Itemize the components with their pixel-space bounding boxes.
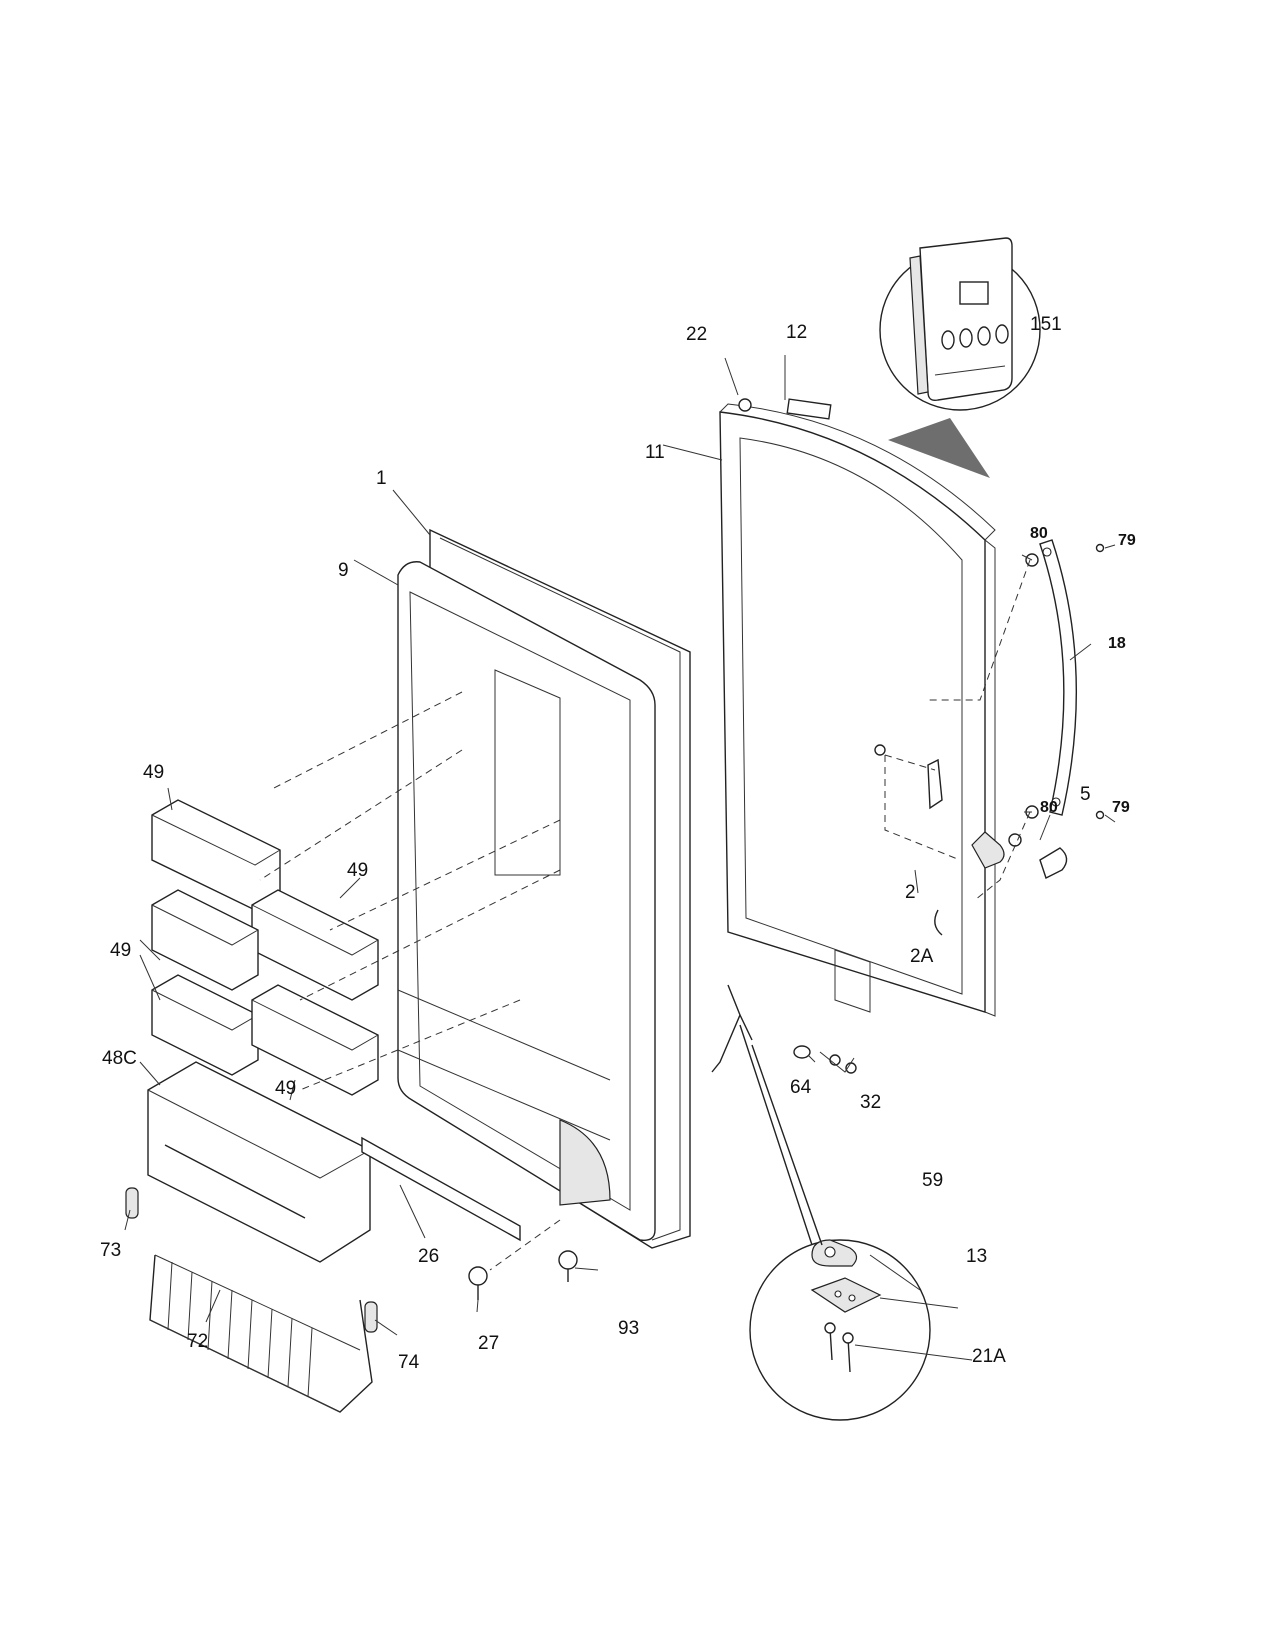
callout-72: 72 <box>187 1331 208 1352</box>
wiring-harness <box>711 984 753 1073</box>
callout-151: 151 <box>1030 314 1062 335</box>
callout-93: 93 <box>618 1318 639 1339</box>
door-bin-lower-left <box>151 974 259 1076</box>
callout-49-left: 49 <box>110 940 131 961</box>
hinge-cover-64 <box>793 1045 811 1059</box>
callout-79-bottom: 79 <box>1112 799 1130 816</box>
screw-27 <box>468 1266 488 1300</box>
callout-74: 74 <box>398 1352 420 1373</box>
lock-parts <box>874 744 1068 936</box>
callout-49-lower-right: 49 <box>275 1078 296 1099</box>
callout-48C: 48C <box>102 1048 137 1069</box>
callout-49-top: 49 <box>143 762 164 783</box>
callout-1: 1 <box>376 468 387 489</box>
screw-79-bottom <box>1095 810 1105 820</box>
callout-59: 59 <box>922 1170 943 1191</box>
callout-79-top: 79 <box>1118 532 1136 549</box>
door-bin-upper-right <box>251 889 379 1001</box>
inner-door-liner <box>397 561 656 1241</box>
door-rail <box>361 1136 521 1242</box>
leader-lines <box>124 355 1116 1361</box>
callout-13: 13 <box>966 1246 987 1267</box>
callout-11: 11 <box>645 442 665 463</box>
shelf-bracket-left <box>125 1187 139 1219</box>
shelf-bracket-right <box>364 1301 378 1333</box>
callout-12: 12 <box>786 322 807 343</box>
callout-labels: 1 9 11 12 22 151 80 79 18 80 79 5 2 2A 6… <box>100 314 1136 1373</box>
outer-door-panel <box>719 398 996 1017</box>
door-bin-middle-left <box>151 889 259 991</box>
callout-80-top: 80 <box>1030 525 1048 542</box>
dairy-door-bin <box>147 1061 371 1263</box>
callout-80-bottom: 80 <box>1040 799 1058 816</box>
door-handle <box>1039 539 1077 816</box>
callout-2: 2 <box>905 882 916 903</box>
callout-73: 73 <box>100 1240 121 1261</box>
callout-5: 5 <box>1080 784 1091 805</box>
door-bin-lower-right <box>251 984 379 1096</box>
wire-shelf <box>149 1254 373 1413</box>
control-panel-detail <box>879 237 1041 478</box>
callout-49-upper-right: 49 <box>347 860 368 881</box>
callout-64: 64 <box>790 1077 812 1098</box>
callout-9: 9 <box>338 560 349 581</box>
callout-26: 26 <box>418 1246 439 1267</box>
callout-27: 27 <box>478 1333 499 1354</box>
callout-22: 22 <box>686 324 707 345</box>
callout-18: 18 <box>1108 635 1126 652</box>
callout-32: 32 <box>860 1092 881 1113</box>
hinge-detail <box>749 1239 931 1421</box>
callout-2A: 2A <box>910 946 934 967</box>
screw-79-top <box>1095 543 1105 553</box>
screw-93 <box>558 1250 578 1282</box>
callout-21A: 21A <box>972 1346 1006 1367</box>
